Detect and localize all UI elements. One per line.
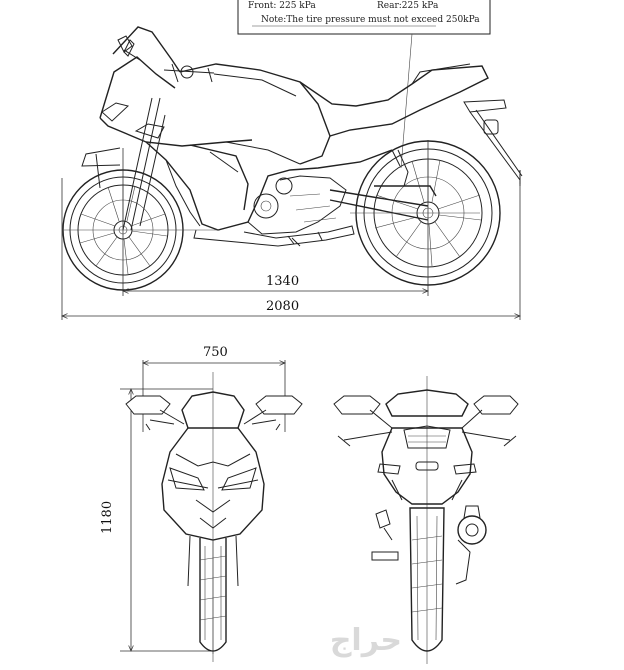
rear-tail xyxy=(381,427,473,505)
overall-length-dimension: 2080 xyxy=(266,299,299,314)
wheelbase-dimension: 1340 xyxy=(266,274,299,289)
tire-pressure-note: Front: 225 kPa Rear:225 kPa Note:The tir… xyxy=(237,0,491,169)
front-windscreen xyxy=(181,391,245,429)
rear-handlebars xyxy=(337,431,517,447)
tire-pressure-front: Front: 225 kPa xyxy=(248,1,316,11)
tire-pressure-note-text: Note:The tire pressure must not exceed 2… xyxy=(261,15,480,25)
side-handlebar xyxy=(163,63,215,83)
front-view: 750 1180 xyxy=(100,345,303,662)
side-engine xyxy=(247,175,347,235)
front-right-mirror xyxy=(255,395,303,415)
rear-exhaust xyxy=(457,505,487,545)
tire-pressure-rear: Rear:225 kPa xyxy=(377,1,439,11)
side-view: 1340 2080 xyxy=(62,26,523,320)
side-dimensions xyxy=(62,140,520,320)
front-left-mirror xyxy=(125,395,171,415)
side-seat-tail xyxy=(299,65,489,137)
rear-view-wheel xyxy=(409,507,445,652)
overall-height-dimension: 1180 xyxy=(100,501,115,534)
rear-right-mirror xyxy=(473,395,519,415)
watermark-logo: حراج xyxy=(330,623,402,658)
rear-view xyxy=(333,376,519,664)
rear-left-mirror xyxy=(333,395,381,415)
side-tail-light xyxy=(463,99,507,113)
overall-width-dimension: 750 xyxy=(203,345,228,360)
side-exhaust xyxy=(193,225,355,247)
side-front-fairing xyxy=(99,26,253,147)
side-fuel-tank xyxy=(179,63,331,165)
side-main-fairing xyxy=(145,141,393,231)
rear-tail-light xyxy=(403,425,451,449)
side-swing-arm xyxy=(329,185,437,221)
